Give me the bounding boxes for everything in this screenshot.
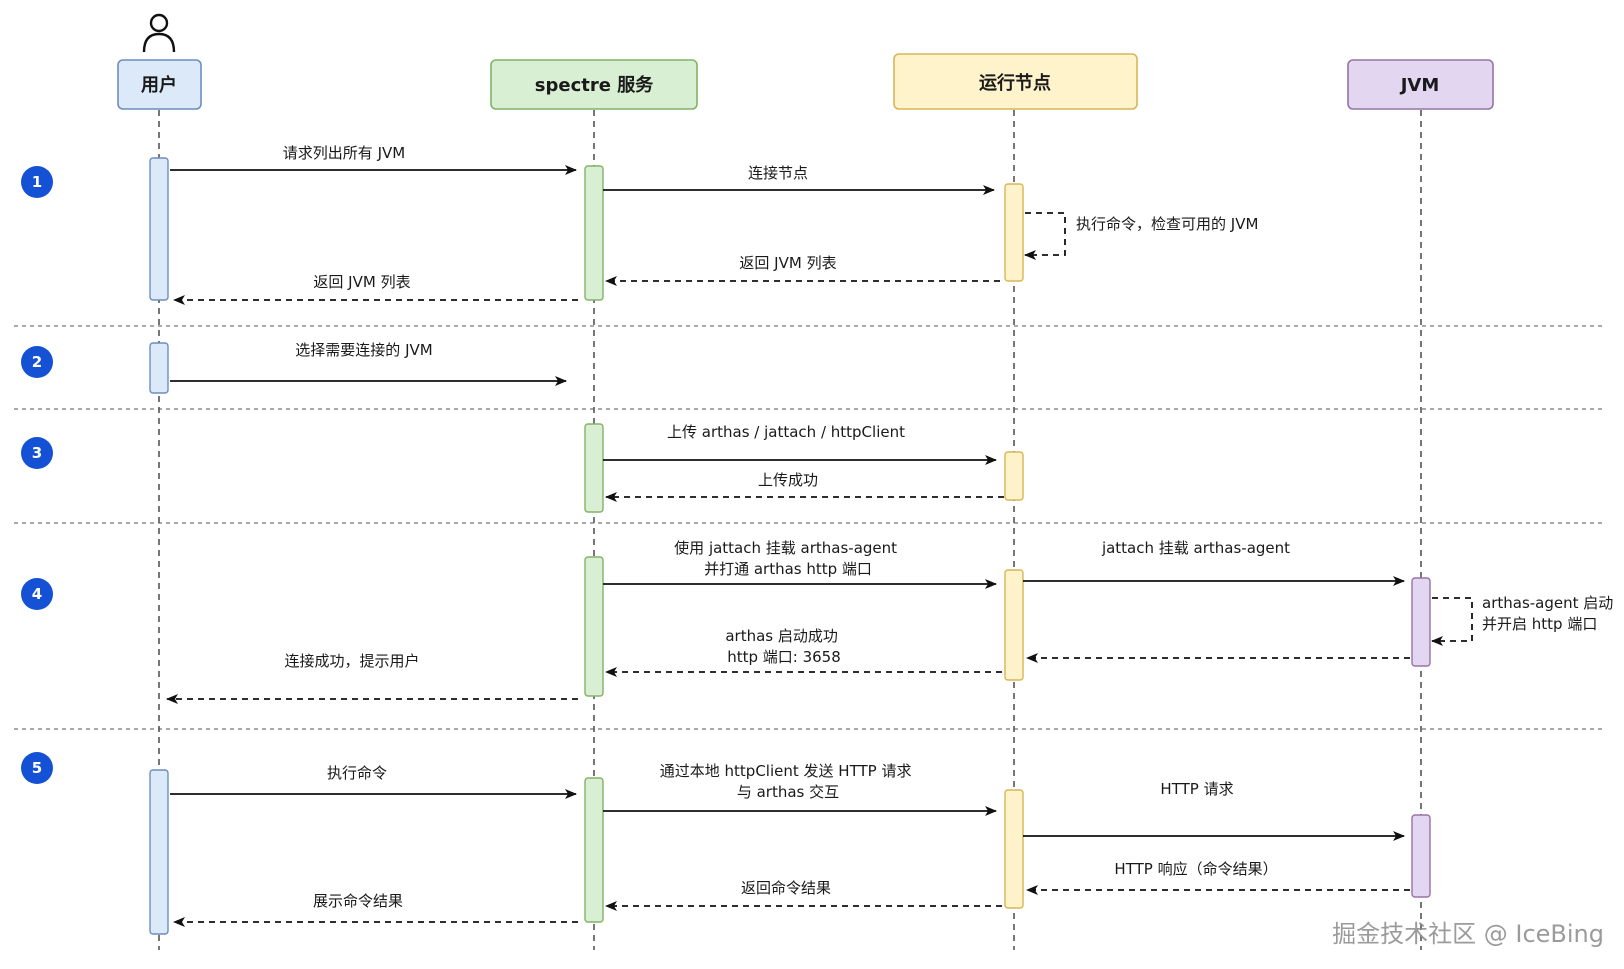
- message-label: 执行命令: [327, 764, 387, 782]
- participant-user: 用户: [117, 59, 202, 110]
- activation-bar: [584, 556, 604, 697]
- message-label: 连接成功，提示用户: [284, 652, 419, 670]
- activation-bar: [584, 423, 604, 513]
- svg-text:3: 3: [32, 444, 42, 462]
- step-badge-3: 3: [21, 437, 53, 469]
- message-label: 连接节点: [748, 164, 808, 182]
- svg-text:4: 4: [32, 585, 42, 603]
- step-badge-2: 2: [21, 346, 53, 378]
- activation-bar: [1411, 814, 1431, 898]
- participant-label: JVM: [1399, 75, 1440, 96]
- message-label: 使用 jattach 挂载 arthas-agent 并打通 arthas ht…: [674, 539, 902, 578]
- self-call-arrow: [1024, 212, 1066, 260]
- activation-bar: [149, 342, 169, 394]
- message-label: 请求列出所有 JVM: [283, 144, 405, 162]
- message-label: 上传 arthas / jattach / httpClient: [667, 423, 905, 441]
- participant-label: spectre 服务: [535, 74, 654, 96]
- message-label: HTTP 请求: [1160, 780, 1233, 798]
- activation-bar: [1004, 183, 1024, 282]
- self-call-arrow: [1431, 597, 1473, 646]
- message-label: 选择需要连接的 JVM: [295, 341, 432, 359]
- svg-text:2: 2: [32, 353, 42, 371]
- activation-bar: [149, 157, 169, 301]
- step-badge-1: 1: [21, 166, 53, 198]
- step-badge-4: 4: [21, 578, 53, 610]
- message-label: 通过本地 httpClient 发送 HTTP 请求 与 arthas 交互: [660, 762, 916, 801]
- activation-bar: [1004, 789, 1024, 909]
- message-label: 返回 JVM 列表: [739, 254, 836, 272]
- message-label: 返回命令结果: [741, 879, 831, 897]
- activation-bar: [1004, 569, 1024, 681]
- message-label: HTTP 响应（命令结果）: [1114, 860, 1277, 878]
- watermark: 掘金技术社区 @ IceBing: [1332, 920, 1604, 948]
- message-label: 执行命令，检查可用的 JVM: [1076, 215, 1258, 233]
- step-badge-5: 5: [21, 752, 53, 784]
- activation-bar: [584, 165, 604, 301]
- svg-text:5: 5: [32, 759, 42, 777]
- activation-bar: [149, 769, 169, 935]
- activation-bar: [1411, 577, 1431, 667]
- participant-label: 用户: [141, 74, 177, 96]
- message-label: 展示命令结果: [313, 892, 403, 910]
- svg-text:1: 1: [32, 173, 42, 191]
- participant-jvm: JVM: [1347, 59, 1494, 110]
- message-label: 返回 JVM 列表: [313, 273, 410, 291]
- participant-label: 运行节点: [979, 72, 1051, 94]
- message-label: jattach 挂载 arthas-agent: [1101, 539, 1290, 557]
- user-actor-icon: [142, 13, 176, 53]
- activation-bar: [584, 777, 604, 923]
- message-label: 上传成功: [758, 471, 818, 489]
- activation-bar: [1004, 451, 1024, 501]
- message-label: arthas-agent 启动 并开启 http 端口: [1482, 594, 1618, 633]
- participant-node: 运行节点: [893, 53, 1138, 110]
- participant-spectre: spectre 服务: [490, 59, 698, 110]
- message-label: arthas 启动成功 http 端口: 3658: [725, 627, 842, 666]
